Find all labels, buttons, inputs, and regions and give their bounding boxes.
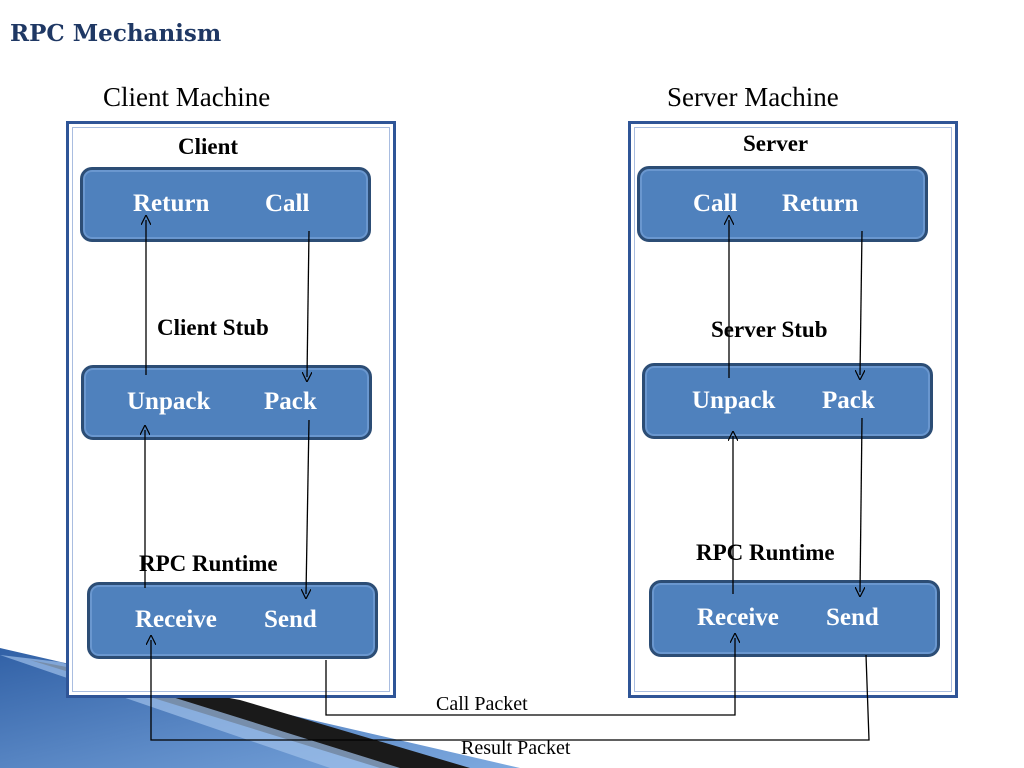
call-packet-path — [325, 638, 735, 716]
server-pack-to-send-arrow — [860, 417, 862, 592]
client-layer-title: Client — [178, 134, 239, 159]
client-runtime-title: RPC Runtime — [139, 551, 278, 576]
server-process-box — [637, 166, 928, 242]
client-stub-box — [81, 365, 372, 440]
client-send-label: Send — [264, 606, 317, 633]
server-stub-box — [642, 363, 933, 439]
server-runtime-box — [649, 580, 940, 657]
server-layer-title: Server — [743, 131, 809, 156]
client-return-label: Return — [133, 190, 210, 217]
client-call-label: Call — [265, 190, 310, 217]
call-packet-label: Call Packet — [436, 693, 528, 715]
client-machine-label: Client Machine — [103, 82, 271, 112]
result-packet-path — [151, 640, 870, 741]
server-stub-title: Server Stub — [711, 317, 828, 342]
server-unpack-label: Unpack — [692, 387, 776, 414]
client-stub-title: Client Stub — [157, 315, 269, 340]
client-receive-label: Receive — [135, 606, 217, 633]
server-machine-label: Server Machine — [667, 82, 839, 112]
client-unpack-label: Unpack — [127, 388, 211, 415]
slide-title: RPC Mechanism — [10, 20, 222, 47]
server-call-label: Call — [693, 190, 738, 217]
server-receive-label: Receive — [697, 604, 779, 631]
client-process-box — [80, 167, 371, 242]
server-return-to-pack-arrow — [860, 230, 862, 375]
server-send-label: Send — [826, 604, 879, 631]
client-runtime-box — [87, 582, 378, 659]
client-call-to-pack-arrow — [307, 230, 309, 377]
server-pack-label: Pack — [822, 387, 875, 414]
client-pack-to-send-arrow — [306, 419, 309, 594]
client-pack-label: Pack — [264, 388, 317, 415]
server-return-label: Return — [782, 190, 859, 217]
result-packet-label: Result Packet — [461, 737, 571, 759]
server-runtime-title: RPC Runtime — [696, 540, 835, 565]
